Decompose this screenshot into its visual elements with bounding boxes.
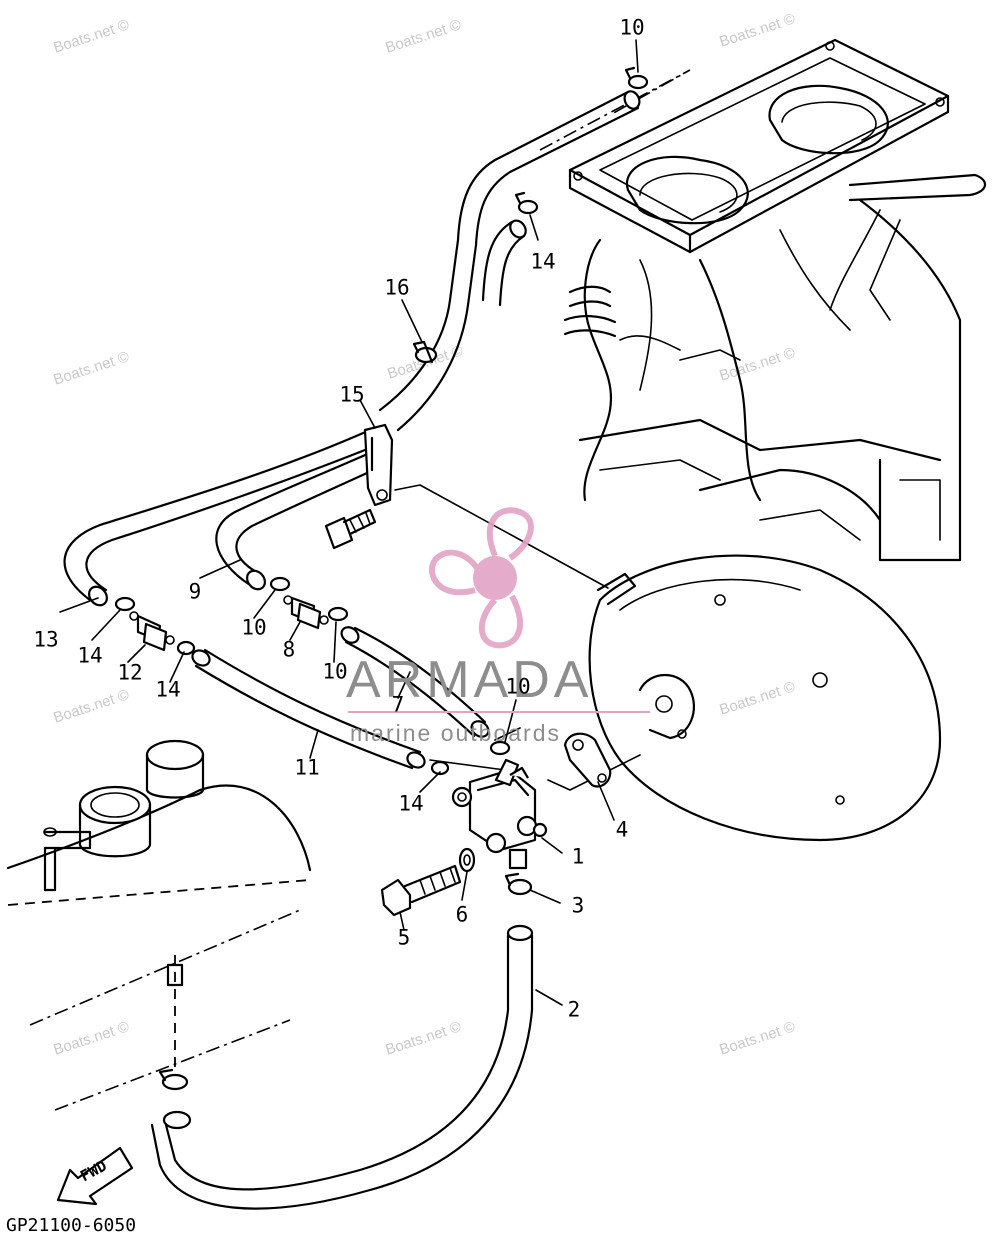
callout-13: 13 (33, 627, 59, 652)
callout-14: 14 (530, 249, 556, 274)
callout-10: 10 (241, 615, 267, 640)
callout-3: 3 (571, 893, 585, 918)
callout-14: 14 (155, 677, 181, 702)
hose-upper (481, 219, 527, 307)
fuel-cock (451, 758, 548, 870)
engine-block (563, 38, 986, 842)
hose-2 (150, 924, 534, 1210)
callout-10: 10 (322, 659, 348, 684)
callout-4: 4 (615, 817, 629, 842)
brand-name: ARMADA (346, 651, 593, 709)
bracket-15 (324, 423, 394, 550)
leader-line (394, 484, 609, 589)
clamp (114, 66, 649, 1091)
leader-line (547, 754, 641, 791)
callout-8: 8 (282, 637, 296, 662)
gasket-4 (563, 732, 612, 788)
fuel-filter-12 (129, 611, 175, 652)
hose-11 (191, 648, 426, 770)
fwd-arrow-icon (56, 1146, 134, 1206)
hose-13 (63, 428, 377, 607)
callout-16: 16 (384, 275, 410, 300)
fuel-tank (6, 739, 312, 1111)
drawing-code: GP21100-6050 (6, 1215, 137, 1236)
callout-2: 2 (567, 997, 581, 1022)
leader-line (539, 69, 691, 151)
callout-14: 14 (77, 643, 103, 668)
callout-10: 10 (619, 15, 645, 40)
callout-9: 9 (188, 579, 202, 604)
callout-7: 7 (391, 692, 405, 717)
callout-5: 5 (397, 925, 411, 950)
callout-leaders (59, 39, 639, 1006)
callout-12: 12 (117, 660, 143, 685)
bolt-5 (380, 864, 462, 917)
callout-1: 1 (571, 844, 585, 869)
hose-9 (215, 450, 380, 591)
callout-6: 6 (455, 902, 469, 927)
fuel-filter-8 (283, 595, 329, 630)
propeller-icon (428, 507, 534, 649)
hose-7 (340, 626, 490, 738)
callout-15: 15 (339, 382, 365, 407)
brand-tagline: marine outboards (350, 720, 561, 746)
hose-main (378, 90, 641, 432)
washer-6 (458, 847, 476, 873)
callout-11: 11 (294, 755, 320, 780)
callout-14: 14 (398, 791, 424, 816)
callout-10: 10 (505, 674, 531, 699)
